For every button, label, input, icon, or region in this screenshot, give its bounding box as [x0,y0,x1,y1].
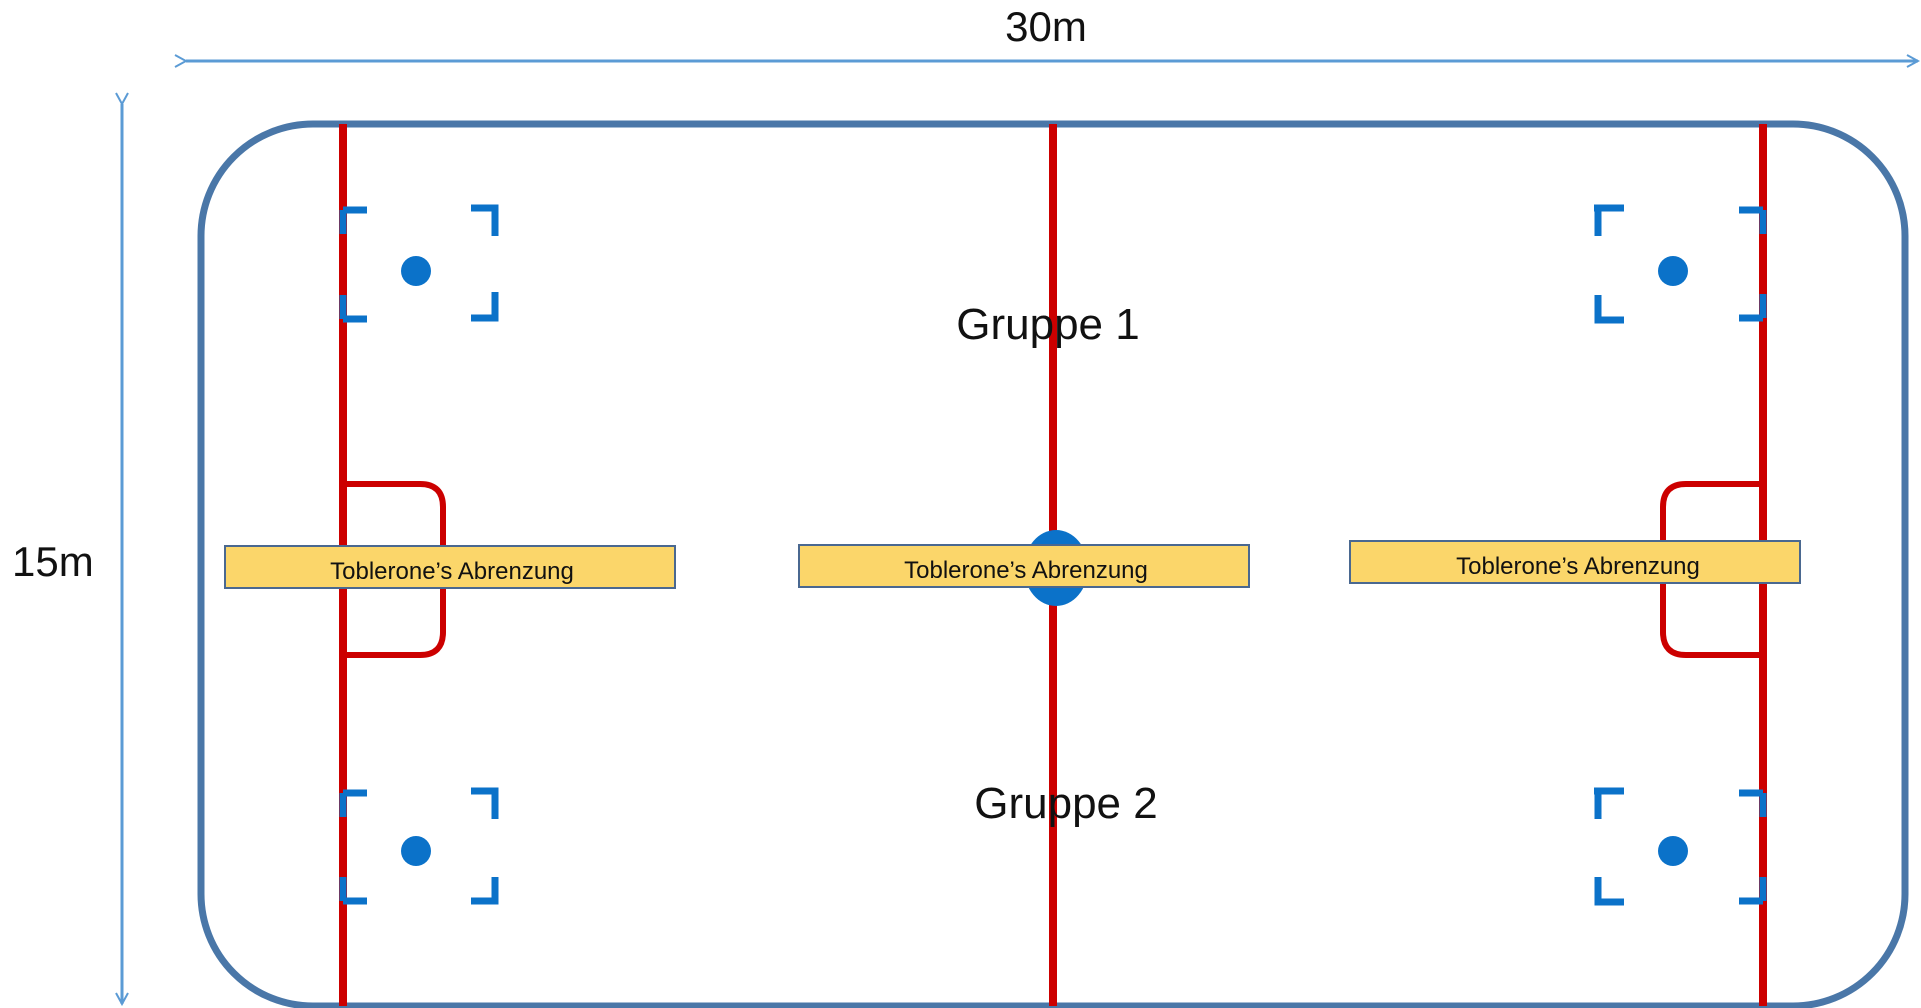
faceoff-marks-top-right [1594,204,1767,324]
group-2-label: Gruppe 2 [974,779,1157,828]
barrier-left-label: Toblerone’s Abrenzung [330,558,574,585]
group-1-label: Gruppe 1 [956,300,1139,349]
height-dimension-label: 15m [12,538,94,585]
barrier-center: Toblerone’s Abrenzung [798,544,1250,588]
barrier-left: Toblerone’s Abrenzung [224,545,676,589]
faceoff-marks-bottom-right [1594,787,1767,906]
faceoff-dot-top-right [1658,256,1688,286]
barrier-right-label: Toblerone’s Abrenzung [1456,553,1700,580]
width-dimension-label: 30m [1005,3,1087,50]
faceoff-dot-bottom-left [401,836,431,866]
barrier-right: Toblerone’s Abrenzung [1349,540,1801,584]
barrier-left-box [224,545,676,589]
barrier-center-box [798,544,1250,588]
faceoff-dot-top-left [401,256,431,286]
barrier-right-box [1349,540,1801,584]
faceoff-marks-top-left [339,204,499,323]
faceoff-dot-bottom-right [1658,836,1688,866]
faceoff-marks-bottom-left [339,787,499,905]
barrier-center-label: Toblerone’s Abrenzung [904,557,1148,584]
